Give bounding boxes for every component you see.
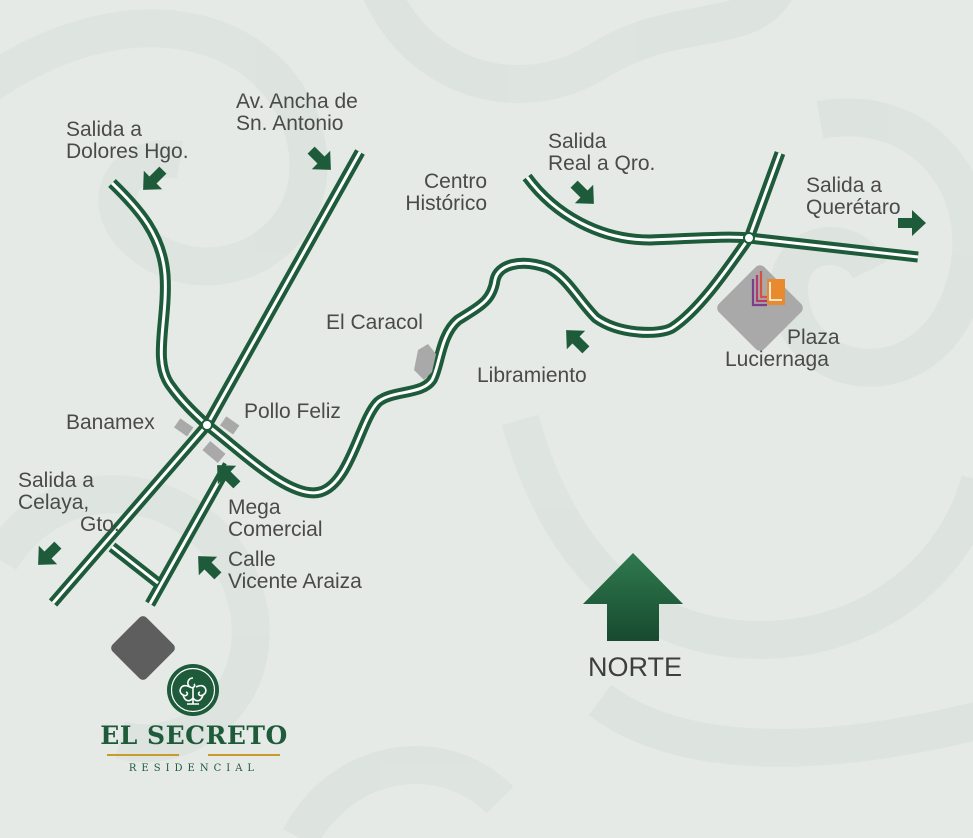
brand-divider-left	[107, 754, 179, 756]
road-dolores-centerline	[110, 181, 209, 427]
arrow-mega-comercial-icon	[217, 465, 241, 489]
label-plaza-luciernaga: Plaza Luciernaga	[725, 326, 840, 371]
arrow-queretaro-icon	[898, 210, 926, 236]
label-salida-dolores: Salida a Dolores Hgo.	[66, 118, 189, 163]
brand-subtitle: RESIDENCIAL	[128, 763, 260, 774]
label-salida-celaya: Salida a Celaya, Gto.	[18, 469, 120, 536]
el-caracol-landmark	[414, 344, 436, 380]
road-dolores	[108, 179, 211, 430]
label-centro-historico: Centro Histórico	[405, 170, 487, 215]
arrow-dolores-icon	[143, 166, 167, 190]
arrow-libramiento-icon	[566, 330, 590, 354]
arrow-vicente-icon	[198, 556, 222, 580]
label-pollo-feliz: Pollo Feliz	[244, 400, 341, 423]
brand-name: EL SECRETO	[100, 721, 288, 750]
mega-comercial-landmark	[202, 440, 226, 464]
road-connector-centerline	[111, 545, 159, 585]
label-libramiento: Libramiento	[477, 364, 587, 387]
label-av-ancha: Av. Ancha de Sn. Antonio	[236, 90, 358, 135]
intersection	[743, 232, 755, 244]
banamex-landmark	[174, 418, 194, 437]
road-libramiento-centerline	[206, 152, 782, 495]
arrow-celaya-icon	[38, 541, 62, 565]
pollo-feliz-landmark	[220, 416, 240, 435]
label-salida-real-qro: Salida Real a Qro.	[548, 130, 656, 175]
compass-label: NORTE	[588, 652, 683, 682]
el-secreto-destination	[111, 616, 175, 680]
north-arrow-icon	[583, 553, 683, 641]
plaza-luciernaga-logo	[751, 271, 785, 307]
road-real-qro-centerline	[525, 176, 750, 242]
label-banamex: Banamex	[66, 411, 155, 434]
intersection	[201, 419, 213, 431]
road-vicente-araiza-centerline	[148, 464, 230, 605]
label-calle-vicente: Calle Vicente Araiza	[228, 548, 362, 593]
label-mega-comercial: Mega Comercial	[228, 496, 323, 541]
road-queretaro-centerline	[748, 236, 919, 259]
brand-divider-right	[208, 754, 280, 756]
arrow-real-qro-icon	[570, 180, 594, 204]
ornamental-emblem-icon	[167, 664, 219, 716]
arrow-av-ancha-icon	[307, 146, 331, 170]
road-libramiento	[203, 151, 786, 499]
label-salida-queretaro: Salida a Querétaro	[806, 174, 901, 219]
label-el-caracol: El Caracol	[326, 311, 423, 334]
